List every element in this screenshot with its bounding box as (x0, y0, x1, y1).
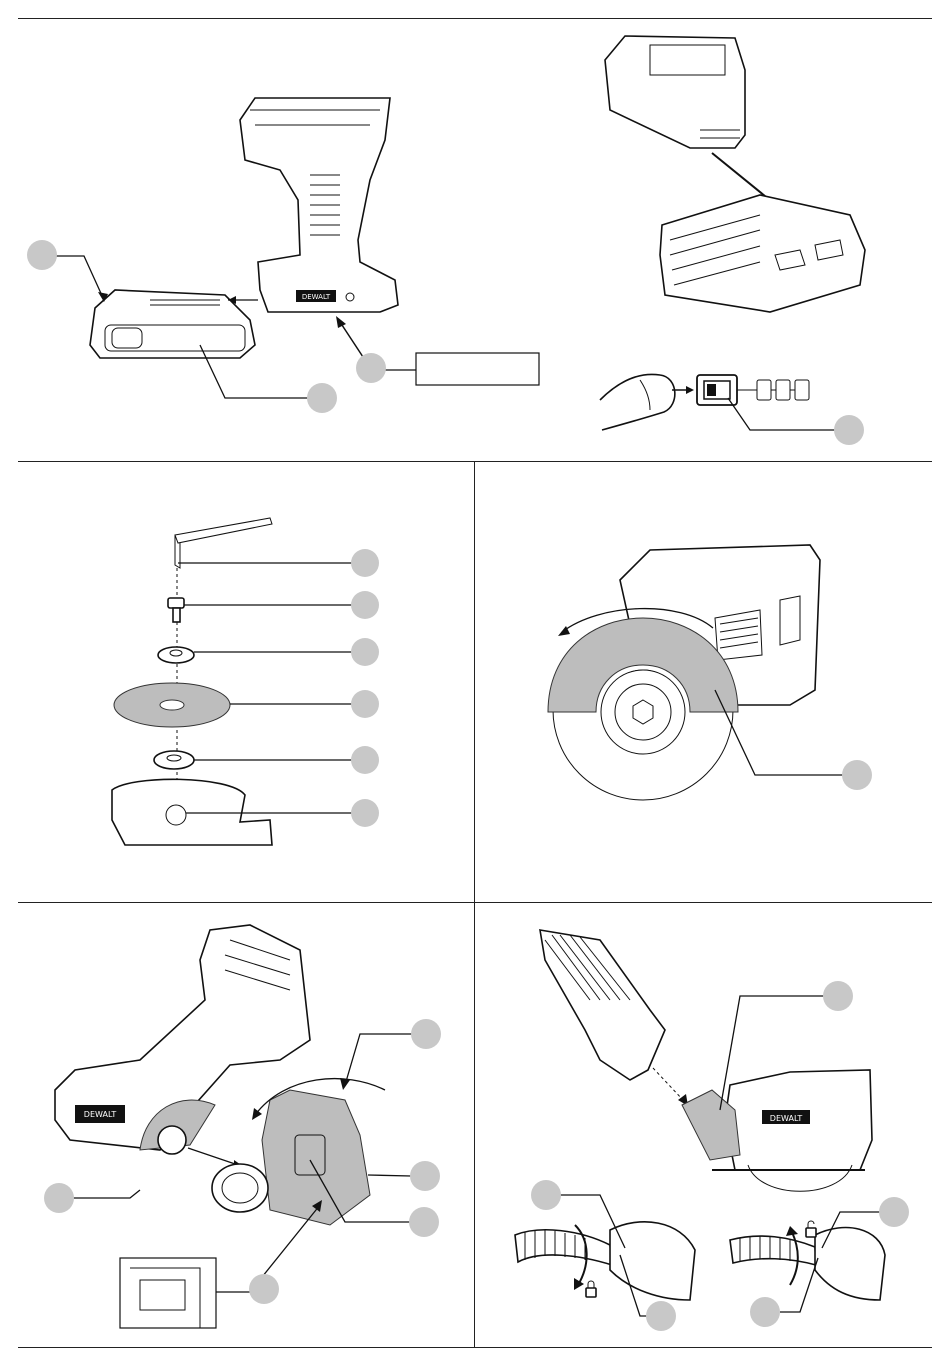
callout-marker (410, 1161, 440, 1191)
label-box (416, 353, 539, 385)
callout-marker (356, 353, 386, 383)
callout-marker (823, 981, 853, 1011)
tool-brand-text: DEWALT (302, 293, 331, 301)
charger (660, 195, 865, 312)
callout-marker (351, 549, 379, 577)
hand-left (610, 1222, 695, 1300)
finger-icon (600, 374, 675, 430)
tool-brand-text: DEWALT (770, 1114, 803, 1123)
callout-marker (879, 1197, 909, 1227)
battery-pack-top (605, 36, 745, 148)
tool-spindle-guard (112, 779, 272, 845)
callout-marker (351, 746, 379, 774)
arrow-icon (336, 316, 346, 328)
callout-marker (44, 1183, 74, 1213)
unlock-icon (806, 1228, 816, 1237)
outer-flange (158, 647, 194, 663)
hose-left (515, 1230, 612, 1265)
lock-icon (586, 1288, 596, 1297)
inner-flange (154, 751, 194, 769)
figure-wheel-assembly (112, 518, 379, 845)
hex-key-icon (175, 518, 272, 568)
callout-marker (531, 1180, 561, 1210)
tool-brand-text: DEWALT (84, 1110, 117, 1119)
figure-attach-cutting-guard: DEWALT DEWALT (0, 0, 441, 1328)
callout-marker (307, 383, 337, 413)
figure-guard-rotation (548, 545, 872, 800)
callout-marker (409, 1207, 439, 1237)
dust-hose (540, 930, 665, 1080)
hose-right (730, 1236, 816, 1265)
arrow-icon (252, 1108, 262, 1120)
callout-marker (351, 591, 379, 619)
callout-marker (27, 240, 57, 270)
callout-marker (750, 1297, 780, 1327)
figure-battery-insert: DEWALT (27, 98, 539, 413)
callout-marker (646, 1301, 676, 1331)
callout-marker (249, 1274, 279, 1304)
hand-right (815, 1228, 885, 1300)
callout-marker (834, 415, 864, 445)
figure-charger (600, 36, 865, 445)
callout-marker (411, 1019, 441, 1049)
callout-marker (842, 760, 872, 790)
hidden-brand-text: DEWALT (0, 0, 4, 1)
dust-port (212, 1164, 268, 1212)
callout-marker (351, 690, 379, 718)
figure-dust-hose: DEWALT (515, 930, 909, 1331)
callout-marker (351, 638, 379, 666)
callout-marker (351, 799, 379, 827)
